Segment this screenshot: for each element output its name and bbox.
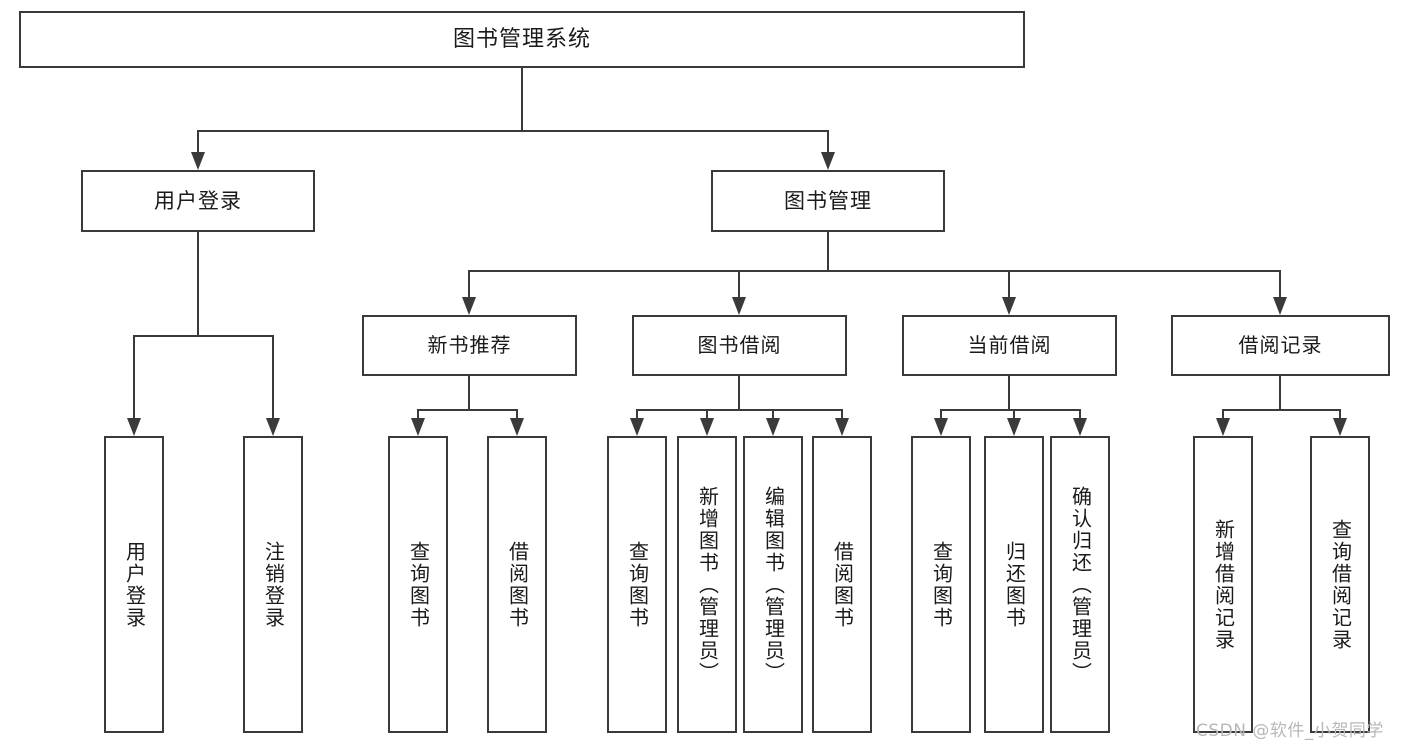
node-leaf-query-book-1[interactable]: 查询图书 <box>388 436 448 733</box>
connector-arrowhead <box>462 297 476 315</box>
node-leaf-add-book-admin-label: 新增图书（管理员） <box>695 485 720 684</box>
node-leaf-borrow-book-1[interactable]: 借阅图书 <box>487 436 547 733</box>
connector-line-vertical <box>1222 409 1224 419</box>
connector-line-vertical <box>1279 270 1281 298</box>
connector-line-vertical <box>827 232 829 270</box>
node-leaf-query-book-1-label: 查询图书 <box>406 540 431 629</box>
node-leaf-query-book-3[interactable]: 查询图书 <box>911 436 971 733</box>
connector-line-vertical <box>772 409 774 419</box>
connector-line-horizontal <box>197 130 829 132</box>
node-leaf-add-book-admin[interactable]: 新增图书（管理员） <box>677 436 737 733</box>
connector-line-horizontal <box>636 409 843 411</box>
node-leaf-query-borrow-record[interactable]: 查询借阅记录 <box>1310 436 1370 733</box>
node-leaf-query-borrow-record-label: 查询借阅记录 <box>1328 518 1353 651</box>
connector-line-vertical <box>521 68 523 130</box>
connector-line-vertical <box>738 270 740 298</box>
connector-line-horizontal <box>133 335 274 337</box>
connector-line-vertical <box>706 409 708 419</box>
connector-arrowhead <box>510 418 524 436</box>
node-leaf-query-book-2[interactable]: 查询图书 <box>607 436 667 733</box>
connector-arrowhead <box>934 418 948 436</box>
node-book-borrow-label: 图书借阅 <box>697 333 782 357</box>
node-borrow-record[interactable]: 借阅记录 <box>1171 315 1390 376</box>
node-book-management-label: 图书管理 <box>784 188 872 213</box>
connector-arrowhead <box>835 418 849 436</box>
connector-line-vertical <box>1008 270 1010 298</box>
connector-line-vertical <box>1079 409 1081 419</box>
connector-arrowhead <box>1273 297 1287 315</box>
node-new-book-recommend-label: 新书推荐 <box>427 333 512 357</box>
connector-arrowhead <box>1073 418 1087 436</box>
connector-line-horizontal <box>940 409 1081 411</box>
connector-line-horizontal <box>1222 409 1341 411</box>
node-book-management[interactable]: 图书管理 <box>711 170 945 232</box>
connector-arrowhead <box>191 152 205 170</box>
node-leaf-query-book-2-label: 查询图书 <box>625 540 650 629</box>
connector-line-horizontal <box>417 409 518 411</box>
node-leaf-borrow-book-2[interactable]: 借阅图书 <box>812 436 872 733</box>
connector-line-vertical <box>133 335 135 419</box>
connector-arrowhead <box>411 418 425 436</box>
connector-line-horizontal <box>468 270 1281 272</box>
connector-line-vertical <box>1008 376 1010 409</box>
connector-line-vertical <box>468 376 470 409</box>
node-leaf-confirm-return-label: 确认归还（管理员） <box>1068 485 1093 684</box>
node-leaf-logout-label: 注销登录 <box>261 540 286 629</box>
connector-arrowhead <box>630 418 644 436</box>
connector-line-vertical <box>272 335 274 419</box>
node-leaf-user-login[interactable]: 用户登录 <box>104 436 164 733</box>
node-new-book-recommend[interactable]: 新书推荐 <box>362 315 577 376</box>
connector-arrowhead <box>766 418 780 436</box>
connector-arrowhead <box>732 297 746 315</box>
connector-line-vertical <box>940 409 942 419</box>
connector-arrowhead <box>821 152 835 170</box>
node-leaf-query-book-3-label: 查询图书 <box>929 540 954 629</box>
node-leaf-logout[interactable]: 注销登录 <box>243 436 303 733</box>
node-borrow-record-label: 借阅记录 <box>1238 333 1323 357</box>
node-leaf-add-borrow-record[interactable]: 新增借阅记录 <box>1193 436 1253 733</box>
node-current-borrow[interactable]: 当前借阅 <box>902 315 1117 376</box>
node-leaf-edit-book-admin[interactable]: 编辑图书（管理员） <box>743 436 803 733</box>
node-user-login-label: 用户登录 <box>154 188 242 213</box>
connector-line-vertical <box>197 130 199 153</box>
connector-line-vertical <box>841 409 843 419</box>
connector-arrowhead <box>1007 418 1021 436</box>
node-leaf-return-book-label: 归还图书 <box>1002 540 1027 629</box>
connector-arrowhead <box>266 418 280 436</box>
node-leaf-edit-book-admin-label: 编辑图书（管理员） <box>761 485 786 684</box>
connector-arrowhead <box>1333 418 1347 436</box>
node-leaf-borrow-book-2-label: 借阅图书 <box>830 540 855 629</box>
node-current-borrow-label: 当前借阅 <box>967 333 1052 357</box>
connector-line-vertical <box>1279 376 1281 409</box>
connector-line-vertical <box>1013 409 1015 419</box>
node-book-borrow[interactable]: 图书借阅 <box>632 315 847 376</box>
connector-arrowhead <box>700 418 714 436</box>
connector-line-vertical <box>417 409 419 419</box>
node-leaf-return-book[interactable]: 归还图书 <box>984 436 1044 733</box>
connector-line-vertical <box>197 232 199 335</box>
node-leaf-user-login-label: 用户登录 <box>122 540 147 629</box>
connector-line-vertical <box>468 270 470 298</box>
connector-arrowhead <box>127 418 141 436</box>
connector-arrowhead <box>1002 297 1016 315</box>
connector-line-vertical <box>827 130 829 153</box>
node-root-label: 图书管理系统 <box>452 26 591 52</box>
node-user-login[interactable]: 用户登录 <box>81 170 315 232</box>
node-root[interactable]: 图书管理系统 <box>19 11 1025 68</box>
node-leaf-borrow-book-1-label: 借阅图书 <box>505 540 530 629</box>
connector-line-vertical <box>738 376 740 409</box>
connector-arrowhead <box>1216 418 1230 436</box>
node-leaf-confirm-return[interactable]: 确认归还（管理员） <box>1050 436 1110 733</box>
connector-line-vertical <box>516 409 518 419</box>
connector-line-vertical <box>636 409 638 419</box>
node-leaf-add-borrow-record-label: 新增借阅记录 <box>1211 518 1236 651</box>
connector-line-vertical <box>1339 409 1341 419</box>
